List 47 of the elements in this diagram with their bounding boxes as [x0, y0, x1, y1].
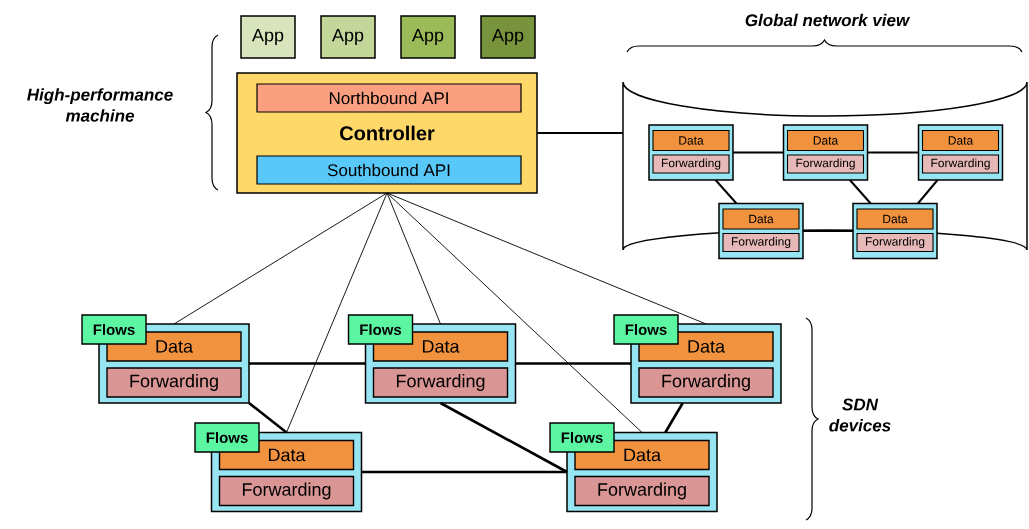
- connector-line: [802, 230, 854, 232]
- flow-table-tag: Flows: [549, 422, 615, 453]
- section-title: Global network view: [745, 13, 911, 27]
- connector-line: [386, 192, 707, 325]
- side-label: High-performance machine: [27, 88, 173, 122]
- forwarding-box: Forwarding: [574, 475, 710, 507]
- flow-table-tag: Flows: [81, 314, 147, 345]
- forwarding-box: Forwarding: [722, 232, 800, 253]
- connector-line: [173, 192, 388, 325]
- forwarding-box: Forwarding: [106, 367, 242, 398]
- connector-line: [732, 151, 785, 154]
- connector-line: [536, 132, 624, 134]
- flow-table-tag: Flows: [194, 422, 260, 453]
- api-bar: Northbound API: [256, 83, 522, 113]
- data-box: Data: [856, 208, 934, 230]
- app-box: App: [240, 15, 296, 59]
- forwarding-box: Forwarding: [786, 154, 865, 174]
- data-box: Data: [652, 129, 730, 152]
- connector-line: [361, 470, 567, 474]
- connector-line: [664, 402, 684, 434]
- app-box: App: [480, 15, 536, 59]
- forwarding-box: Forwarding: [218, 475, 355, 507]
- connector-line: [866, 151, 920, 154]
- flow-table-tag: Flows: [347, 314, 414, 345]
- connector-line: [386, 192, 441, 325]
- connector-line: [286, 192, 388, 433]
- forwarding-box: Forwarding: [921, 154, 1000, 174]
- data-box: Data: [921, 129, 1000, 152]
- forwarding-box: Forwarding: [652, 154, 730, 174]
- side-label: SDN devices: [829, 398, 891, 432]
- data-box: Data: [786, 129, 865, 152]
- app-box: App: [400, 15, 456, 59]
- connector-line: [249, 362, 366, 365]
- connector-line: [714, 179, 738, 205]
- connector-line: [386, 192, 643, 433]
- api-bar: Southbound API: [256, 155, 522, 185]
- forwarding-box: Forwarding: [372, 367, 509, 398]
- forwarding-box: Forwarding: [638, 367, 774, 398]
- forwarding-box: Forwarding: [856, 232, 934, 253]
- connector-line: [916, 179, 939, 205]
- flow-table-tag: Flows: [613, 314, 679, 345]
- app-box: App: [320, 15, 376, 59]
- connector-line: [248, 401, 288, 434]
- data-box: Data: [722, 208, 800, 230]
- connector-line: [515, 362, 631, 365]
- connector-line: [848, 179, 872, 205]
- connector-line: [439, 401, 568, 474]
